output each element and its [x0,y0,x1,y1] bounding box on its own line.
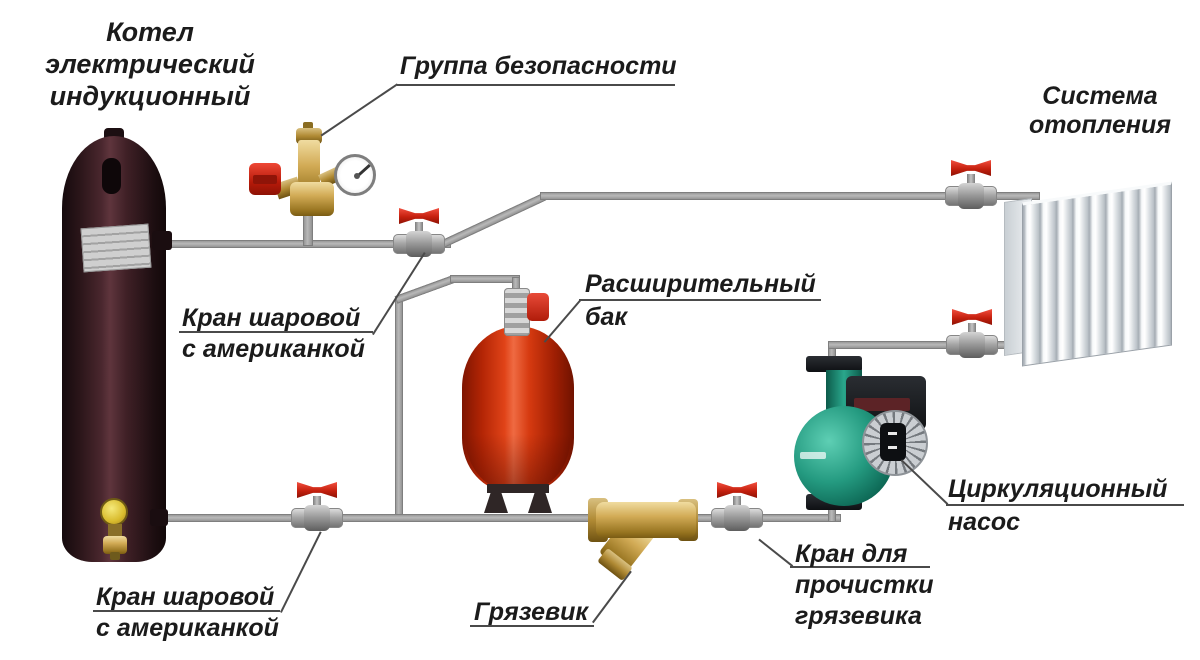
air-vent-nipple [303,122,313,132]
pump-selector-dash [888,446,897,449]
pipe-expansion-top [450,275,520,283]
expansion-tank-leg-right [528,491,552,513]
boiler-label-line2: индукционный [49,81,251,111]
boiler-drain-stem [108,524,122,538]
expansion-tank-foot-bar [487,484,549,493]
underline-safety-group [397,84,675,86]
boiler-nameplate [80,223,152,273]
safety-valve-band [253,175,277,184]
underline-valve-top [179,331,373,333]
leader-expansion [543,299,581,343]
strainer-body [596,502,696,538]
underline-strainer [470,625,594,627]
ball-valve-bottom-label-line1: Кран шаровой [96,583,275,611]
pump-selector [880,423,906,461]
pump-label-line2: насос [948,508,1021,536]
ball-valve-return-boiler [291,482,343,531]
expansion-tank-valve-knob [527,293,549,321]
pump-brand-mark [800,452,826,459]
boiler-drain-tip [110,552,120,560]
pipe-safety-group-stem [303,212,313,246]
underline-pump [946,504,1184,506]
ball-valve-supply-boiler [393,208,445,257]
heating-label-line2: отопления [1029,111,1171,139]
pressure-gauge [334,154,376,196]
boiler-label-line1: Котел электрический [45,17,255,79]
pipe-expansion-diagonal [394,275,456,304]
expansion-tank-label-line1: Расширительный [585,270,816,298]
pipe-return-main [162,514,841,522]
heating-system-label: Система отопления [1022,82,1178,140]
safety-group-label: Группа безопасности [400,52,677,80]
heating-label-line1: Система [1042,82,1158,110]
boiler-label: Котел электрический индукционный [5,16,295,112]
ball-valve-top-label-line1: Кран шаровой [182,304,361,332]
strainer-valve-label-line1: Кран для [795,540,908,568]
strainer-valve-label-line2: прочистки [795,571,934,599]
valve-handle-icon [951,160,991,176]
leader-strainer [592,570,632,624]
pipe-supply-main [540,192,1040,200]
pump-label-line1: Циркуляционный [948,475,1168,503]
leader-valve-bottom [280,531,322,613]
valve-handle-icon [297,482,337,498]
ball-valve-strainer-cleaning [711,482,763,531]
expansion-tank-leg-left [484,491,508,513]
ball-valve-return-radiator [946,309,998,358]
boiler-outlet-bottom [150,509,168,526]
gauge-center [354,173,360,179]
valve-handle-icon [399,208,439,224]
underline-valve-bottom [93,610,280,612]
pump-motor-stripe [854,398,910,411]
boiler-yellow-port [100,498,128,526]
radiator-sections [1022,181,1172,367]
safety-group-tee [290,182,334,216]
pump-flange-top [806,356,862,372]
boiler-body [62,136,166,562]
pipe-expansion-riser [395,296,403,522]
expansion-tank-label-line2: бак [585,303,628,331]
boiler-drain-valve [103,536,127,554]
safety-group [246,122,378,244]
boiler-outlet-top [152,231,172,250]
strainer-label: Грязевик [474,598,589,626]
underline-expansion [579,299,821,301]
ball-valve-supply-radiator [945,160,997,209]
leader-strainer-valve [758,538,794,567]
valve-handle-icon [717,482,757,498]
pipe-return-radiator [828,341,1040,349]
valve-handle-icon [952,309,992,325]
expansion-tank-valve [504,288,530,336]
strainer-valve-label-line3: грязевика [795,602,922,630]
expansion-tank-body [462,326,574,492]
pipe-supply-diagonal [441,193,547,248]
ball-valve-top-label-line2: с американкой [182,335,365,363]
leader-pump [900,459,949,505]
underline-strainer-valve [790,566,930,568]
pump-selector-dash [888,432,897,435]
boiler-slot [102,158,121,194]
ball-valve-bottom-label-line2: с американкой [96,614,279,642]
